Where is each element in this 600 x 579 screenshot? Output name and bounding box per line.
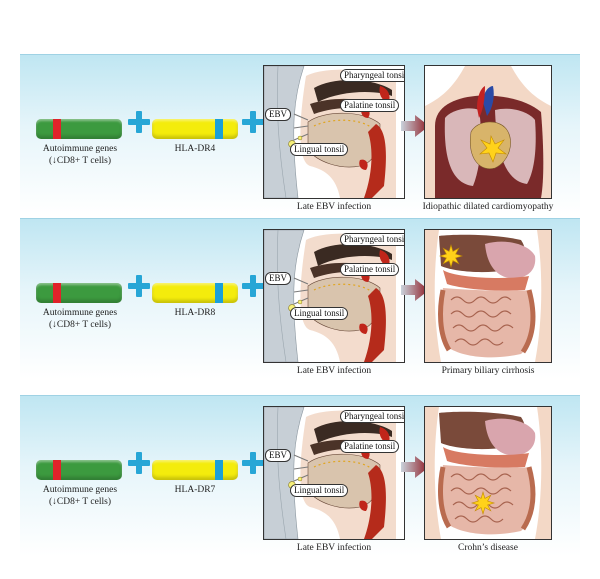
autoimmune-gene-bar [36,283,122,303]
autoimmune-genes-label: Autoimmune genes (↓CD8+ T cells) [30,484,130,508]
lingual-tonsil-tag: Lingual tonsil [290,143,349,156]
autoimmune-gene-bar [36,119,122,139]
plus-icon [242,111,264,133]
plus-icon [242,452,264,474]
pharynx-panel: Pharyngeal tonsil Palatine tonsil Lingua… [263,229,405,363]
pharynx-panel: Pharyngeal tonsil Palatine tonsil Lingua… [263,406,405,540]
pharynx-panel: Pharyngeal tonsil Palatine tonsil Lingua… [263,65,405,199]
hla-label: HLA-DR8 [174,308,216,318]
ebv-tag: EBV [265,108,291,121]
infection-caption: Late EBV infection [296,543,372,553]
ebv-tag: EBV [265,272,291,285]
cd8-text: (↓CD8+ T cells) [48,320,111,330]
pharyngeal-tonsil-tag: Pharyngeal tonsil [340,410,404,423]
gene-band-blue [215,283,223,303]
plus-icon [128,111,150,133]
lingual-tonsil-tag: Lingual tonsil [290,484,349,497]
hla-gene-bar [152,283,238,303]
autoimmune-gene-bar [36,460,122,480]
lingual-tonsil-tag: Lingual tonsil [290,307,349,320]
autoimmune-genes-text: Autoimmune genes [42,308,118,318]
autoimmune-genes-label: Autoimmune genes (↓CD8+ T cells) [30,143,130,167]
right-arrow-icon [401,456,429,478]
disease-caption: Primary biliary cirrhosis [441,366,535,376]
panel-3: Autoimmune genes (↓CD8+ T cells) HLA-DR7… [20,395,580,556]
pharynx-illustration [264,407,404,539]
plus-icon [242,275,264,297]
autoimmune-genes-text: Autoimmune genes [42,144,118,154]
ebv-tag: EBV [265,449,291,462]
pharyngeal-tonsil-tag: Pharyngeal tonsil [340,69,404,82]
pharynx-illustration [264,66,404,198]
heart-illustration [425,66,551,198]
gene-band-red [53,283,61,303]
right-arrow-icon [401,279,429,301]
hla-label: HLA-DR4 [174,144,216,154]
palatine-tonsil-tag: Palatine tonsil [340,263,400,276]
inflammation-star-icon [479,134,508,163]
hla-gene-bar [152,460,238,480]
panel-1: Autoimmune genes (↓CD8+ T cells) HLA-DR4… [20,54,580,215]
gene-band-red [53,460,61,480]
heart-panel [424,65,552,199]
gene-band-blue [215,119,223,139]
pharyngeal-tonsil-tag: Pharyngeal tonsil [340,233,404,246]
infection-caption: Late EBV infection [296,202,372,212]
autoimmune-genes-label: Autoimmune genes (↓CD8+ T cells) [30,307,130,331]
disease-caption: Idiopathic dilated cardiomyopathy [422,202,554,212]
pharynx-illustration [264,230,404,362]
palatine-tonsil-tag: Palatine tonsil [340,99,400,112]
panel-2: Autoimmune genes (↓CD8+ T cells) HLA-DR8… [20,218,580,379]
intestine-panel [424,406,552,540]
disease-caption: Crohn’s disease [458,543,518,553]
gene-band-red [53,119,61,139]
abdomen-illustration [425,407,551,539]
hla-gene-bar [152,119,238,139]
cd8-text: (↓CD8+ T cells) [48,156,111,166]
palatine-tonsil-tag: Palatine tonsil [340,440,400,453]
inflammation-star-icon [470,490,496,516]
inflammation-star-icon [438,243,464,269]
right-arrow-icon [401,115,429,137]
abdomen-illustration [425,230,551,362]
plus-icon [128,275,150,297]
liver-panel [424,229,552,363]
cd8-text: (↓CD8+ T cells) [48,497,111,507]
plus-icon [128,452,150,474]
hla-label: HLA-DR7 [174,485,216,495]
autoimmune-genes-text: Autoimmune genes [42,485,118,495]
infection-caption: Late EBV infection [296,366,372,376]
gene-band-blue [215,460,223,480]
